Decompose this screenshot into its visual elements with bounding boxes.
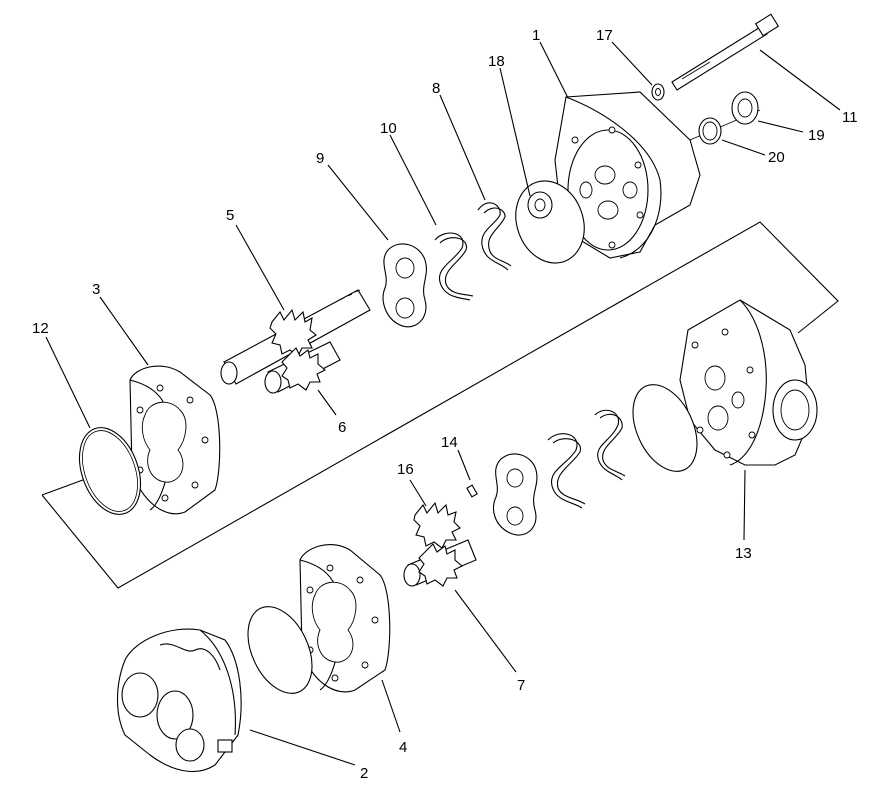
part-5-drive-gear-shaft xyxy=(220,289,371,385)
part-3-gear-housing xyxy=(129,365,221,515)
leader-lines xyxy=(45,41,841,766)
part-9-bearing-plate xyxy=(382,243,427,328)
part-8-seal xyxy=(477,202,512,271)
part-6-driven-gear xyxy=(264,341,341,394)
callout-18: 18 xyxy=(488,53,505,70)
callout-5: 5 xyxy=(226,207,234,224)
callout-9: 9 xyxy=(316,150,324,167)
part-14-pin xyxy=(466,484,478,498)
callout-6: 6 xyxy=(338,419,346,436)
callout-4: 4 xyxy=(399,739,407,756)
part-12-o-ring xyxy=(78,427,142,515)
o-ring-housing-13 xyxy=(632,384,698,472)
callout-14: 14 xyxy=(441,434,458,451)
part-10-seal xyxy=(434,232,474,301)
o-ring-housing-4 xyxy=(247,606,313,694)
part-17-washer xyxy=(651,83,665,101)
part-13-port-housing xyxy=(679,299,818,466)
callout-12: 12 xyxy=(32,320,49,337)
rear-seal-w2 xyxy=(547,433,586,509)
callout-16: 16 xyxy=(397,461,414,478)
callout-8: 8 xyxy=(432,80,440,97)
part-20-ring xyxy=(698,117,722,145)
callout-3: 3 xyxy=(92,281,100,298)
callout-7: 7 xyxy=(517,677,525,694)
part-1-rear-cover xyxy=(554,91,761,259)
callout-19: 19 xyxy=(808,127,825,144)
callout-2: 2 xyxy=(360,765,368,782)
callout-11: 11 xyxy=(842,109,858,126)
part-11-bolt xyxy=(671,13,780,91)
callout-labels: 1 17 18 8 10 9 5 3 12 6 14 16 7 4 2 13 1… xyxy=(32,27,858,782)
part-19-seal xyxy=(731,91,759,125)
callout-1: 1 xyxy=(532,27,540,44)
part-4-gear-housing xyxy=(299,544,391,693)
callout-17: 17 xyxy=(596,27,613,44)
rear-seal-w1 xyxy=(594,409,626,481)
callout-13: 13 xyxy=(735,545,752,562)
callout-20: 20 xyxy=(768,149,785,166)
part-7-driven-gear xyxy=(403,539,477,587)
part-2-end-cover xyxy=(117,628,242,773)
part-16-drive-gear xyxy=(413,501,461,549)
rear-bearing-plate xyxy=(492,453,538,536)
callout-10: 10 xyxy=(380,120,397,137)
part-18-wear-plate xyxy=(515,180,585,264)
